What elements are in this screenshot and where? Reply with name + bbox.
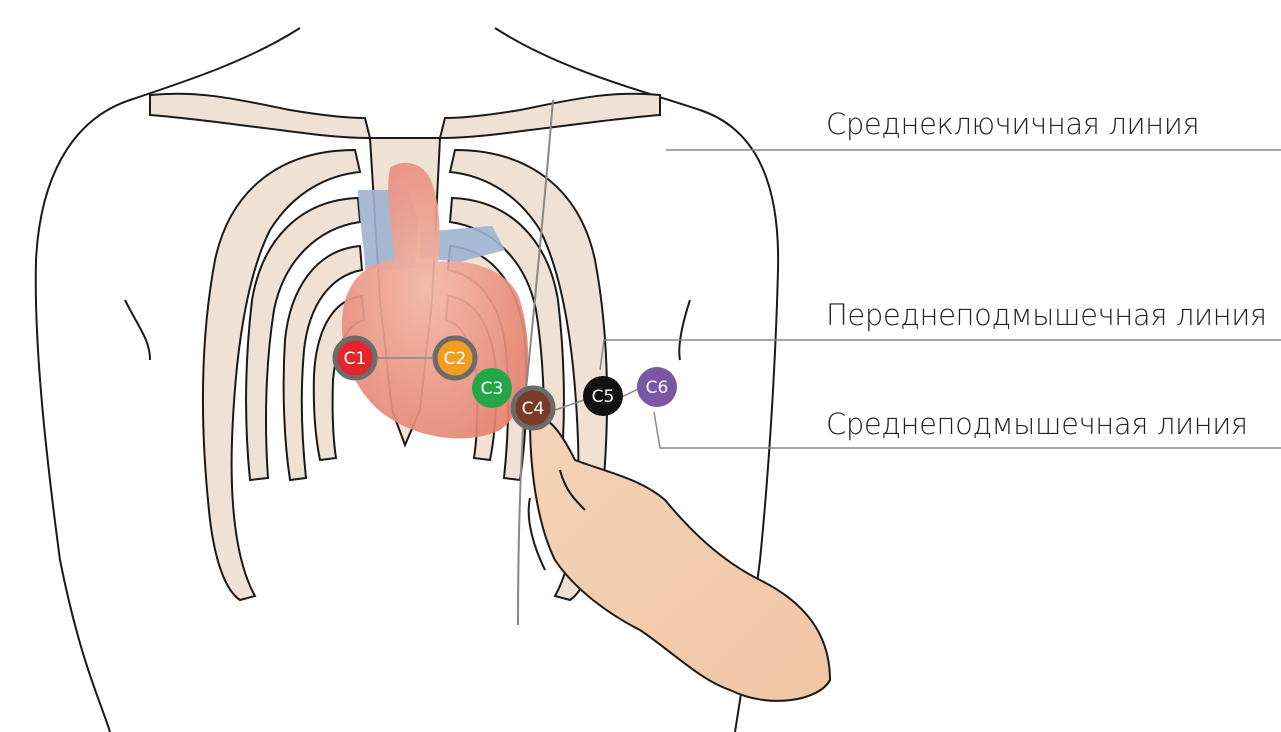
label-anterior-axillary: Переднеподмышечная линия — [826, 298, 1267, 332]
electrode-c6: C6 — [637, 367, 677, 407]
electrode-c1-label: C1 — [344, 349, 367, 369]
hand — [529, 417, 830, 701]
electrode-c2-label: C2 — [444, 349, 467, 369]
electrode-c3-label: C3 — [481, 379, 504, 399]
electrode-c3: C3 — [472, 368, 512, 408]
electrode-c4: C4 — [513, 388, 553, 428]
electrode-c1: C1 — [335, 338, 375, 378]
electrode-c5-label: C5 — [592, 387, 615, 407]
label-midclavicular: Среднеключичная линия — [826, 107, 1199, 141]
electrode-c5: C5 — [583, 376, 623, 416]
electrode-c4-label: C4 — [522, 399, 545, 419]
electrode-c2: C2 — [435, 338, 475, 378]
label-mid-axillary: Среднеподмышечная линия — [826, 407, 1248, 441]
electrode-c6-label: C6 — [646, 378, 669, 398]
